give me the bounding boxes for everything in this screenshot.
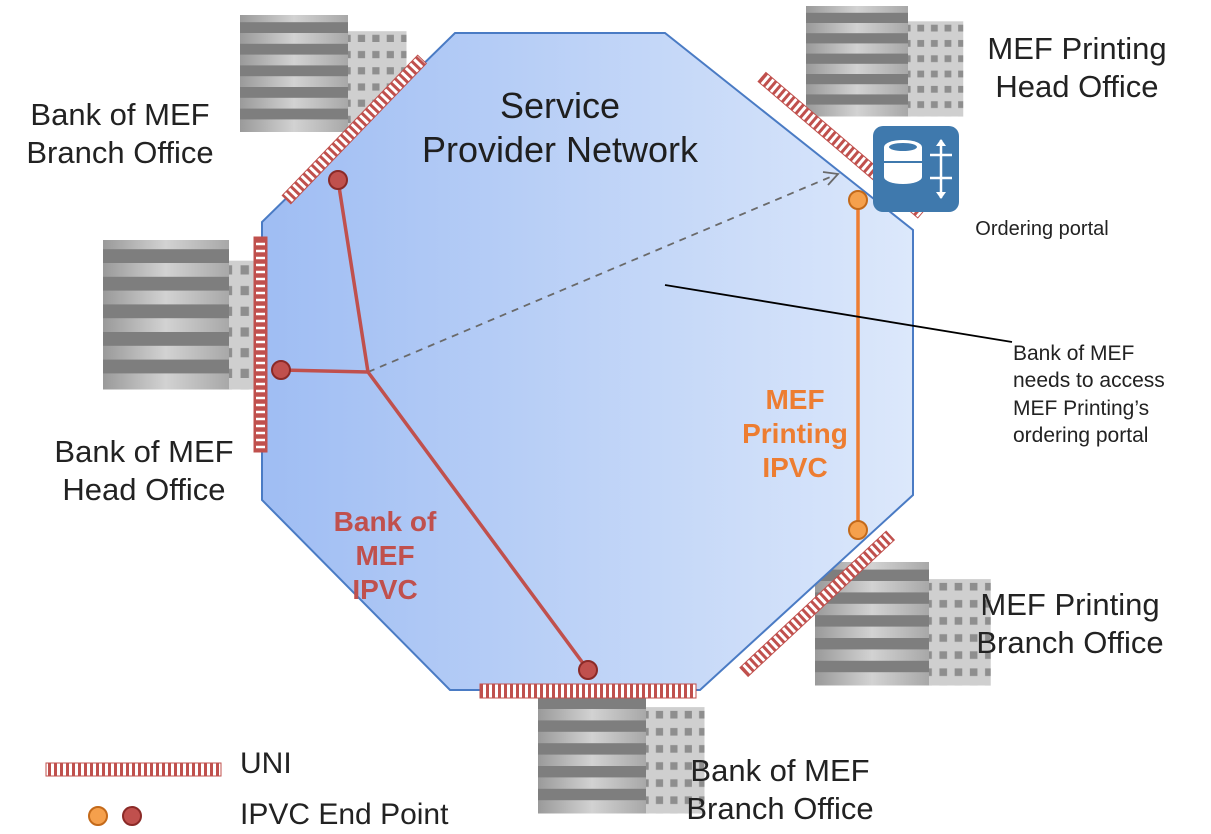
access-callout: Bank of MEF needs to access MEF Printing… — [1013, 342, 1165, 447]
legend-uni-label: UNI — [240, 747, 292, 780]
uni-printing-branch — [739, 530, 896, 678]
site-label-printing-head: MEF Printing Head Office — [987, 31, 1167, 104]
legend-uni-swatch — [45, 762, 222, 777]
bank-ipvc-label: Bank of MEF IPVC — [333, 506, 437, 606]
database-server-icon — [873, 126, 959, 212]
network-label: Service Provider Network — [395, 84, 725, 172]
site-label-printing-branch: MEF Printing Branch Office — [976, 587, 1164, 660]
printing-ipvc-label: MEF Printing IPVC — [742, 384, 848, 484]
bank-ipvc-lines — [280, 179, 590, 672]
ordering-portal-label: Ordering portal — [975, 218, 1109, 240]
access-arrow — [367, 171, 840, 373]
site-label-bank-branch-bottom: Bank of MEF Branch Office — [686, 753, 874, 826]
callout-pointer — [664, 284, 1013, 343]
network-label-line1: Service — [499, 85, 621, 126]
endpoint-printing-head — [848, 190, 868, 210]
uni-bank-head — [253, 236, 268, 453]
endpoint-bank-branch-top — [328, 170, 348, 190]
site-label-bank-branch-top: Bank of MEF Branch Office — [26, 97, 214, 170]
uni-bank-branch-top — [281, 54, 428, 205]
endpoint-bank-head — [271, 360, 291, 380]
endpoint-bank-branch-bottom — [578, 660, 598, 680]
network-label-line2: Provider Network — [421, 128, 699, 170]
legend-endpoint-orange — [88, 806, 108, 826]
uni-bank-branch-bottom — [479, 683, 697, 699]
endpoint-printing-branch — [848, 520, 868, 540]
building-printing-head — [806, 6, 964, 117]
site-label-bank-head: Bank of MEF Head Office — [54, 434, 234, 507]
legend-endpoint-label: IPVC End Point — [240, 798, 449, 831]
legend-endpoint-red — [122, 806, 142, 826]
